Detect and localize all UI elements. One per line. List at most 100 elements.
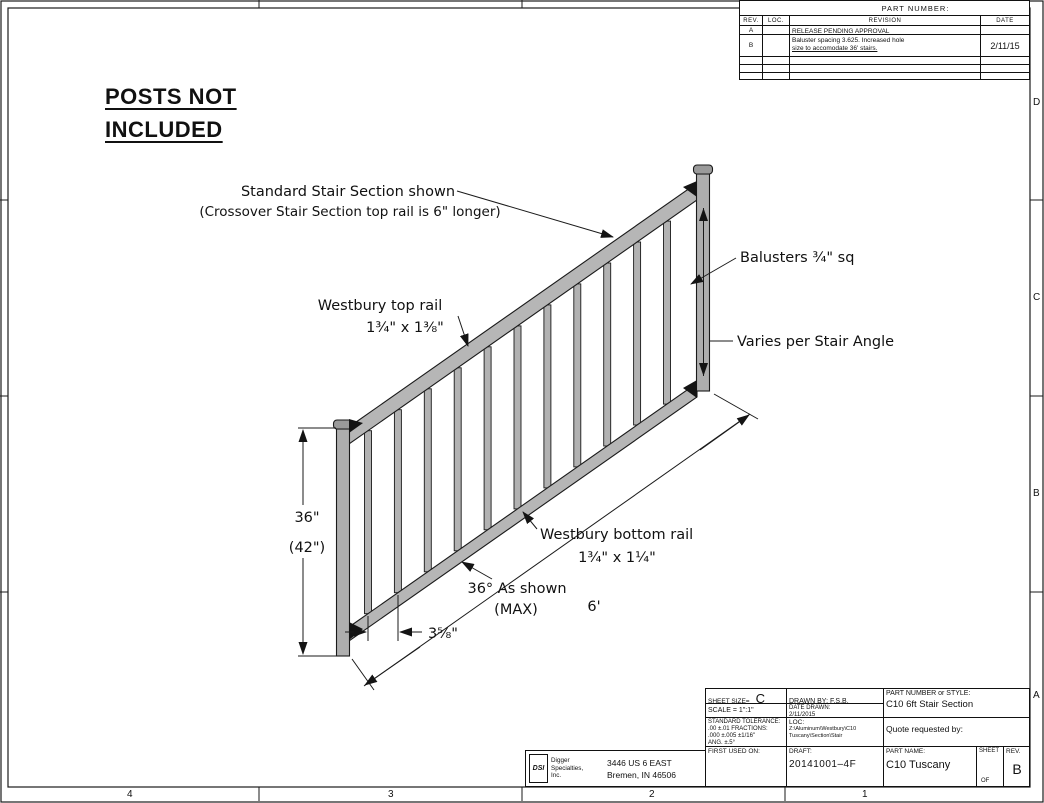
- baluster: [663, 220, 671, 405]
- bracket-left-top: [349, 419, 363, 433]
- angle-label-line2: (MAX): [494, 602, 538, 618]
- length-dimension: [351, 393, 759, 691]
- sheet-size-label: SHEET SIZE=: [708, 698, 750, 704]
- zone-letter-b: B: [1033, 488, 1040, 499]
- spacing-dimension: [345, 595, 422, 641]
- rev-b-text: Baluster spacing 3.625. Increased hole s…: [790, 35, 981, 57]
- loc-cell: LOC: Z:\Aluminum\Westbury\C10 Tuscany\Se…: [787, 718, 884, 747]
- posts-note-line2: INCLUDED: [105, 117, 223, 142]
- revision-row-empty: [981, 57, 1029, 65]
- dsi-logo: DSI: [529, 754, 548, 783]
- drawn-by-cell: DRAWN BY: F.S.B.: [787, 689, 884, 704]
- company-address-line1: 3446 US 6 EAST: [607, 757, 672, 768]
- rev-a-text: RELEASE PENDING APPROVAL: [790, 26, 981, 35]
- revision-row-empty: [763, 65, 790, 73]
- revision-row-empty: [790, 57, 981, 65]
- baluster: [483, 346, 492, 531]
- sheet-of-cell: SHEET OF: [976, 747, 1003, 787]
- height-dim-text-line1: 36": [294, 510, 319, 526]
- rev-a-letter: A: [740, 26, 763, 35]
- revision-row-empty: [790, 65, 981, 73]
- inner-frame: [7, 7, 1031, 788]
- zone-letter-d: D: [1033, 97, 1041, 108]
- top-rail-label-line2: 1¾" x 1⅜": [366, 320, 444, 336]
- baluster: [543, 304, 552, 489]
- title-block: SHEET SIZE= C SCALE = 1":1" STANDARD TOLE…: [525, 688, 1030, 787]
- rev-value: B: [1012, 761, 1022, 777]
- sheet-size-cell: SHEET SIZE= C: [706, 689, 787, 704]
- leader-lines: [456, 190, 737, 580]
- tolerance-line2: .00 ±.01 FRACTIONS:: [708, 726, 768, 732]
- baluster: [393, 409, 402, 594]
- revision-row-empty: [740, 65, 763, 73]
- varies-dimension: [699, 208, 733, 376]
- standard-stair-note-line1: Standard Stair Section shown: [241, 184, 455, 200]
- baluster: [453, 367, 462, 552]
- first-used-cell: FIRST USED ON:: [706, 747, 787, 787]
- baluster: [423, 388, 432, 573]
- rev-cell: REV. B: [1003, 747, 1030, 787]
- baluster: [513, 325, 522, 510]
- drawn-by-value: DRAWN BY: F.S.B.: [789, 698, 849, 704]
- revision-table: PART NUMBER: REV. LOC. REVISION DATE A R…: [739, 0, 1030, 80]
- revision-row-empty: [790, 73, 981, 80]
- company-address: 3446 US 6 EAST Bremen, IN 46506: [607, 757, 676, 781]
- zone-number-4: 4: [127, 789, 133, 800]
- revision-col-header: REVISION: [790, 16, 981, 26]
- right-post-cap: [692, 164, 714, 175]
- revision-row-empty: [981, 65, 1029, 73]
- bottom-rail-label-line2: 1¾" x 1¼": [578, 550, 656, 566]
- part-number-style-label: PART NUMBER or STYLE:: [886, 690, 971, 697]
- sheet-label: SHEET: [979, 748, 1000, 754]
- part-name-label: PART NAME:: [886, 748, 926, 755]
- quote-cell: Quote requested by:: [884, 718, 1030, 747]
- company-name-line1: Digger: [551, 757, 570, 765]
- rev-a-date: [981, 26, 1029, 35]
- bottom-rail-label-line1: Westbury bottom rail: [540, 527, 693, 543]
- tolerance-line3: .000 ±.005 ±1/16": [708, 733, 756, 739]
- company-name: Digger Specialties, Inc.: [551, 757, 601, 780]
- posts-note-line1: POSTS NOT: [105, 84, 237, 109]
- tolerance-cell: STANDARD TOLERANCE: .00 ±.01 FRACTIONS: …: [706, 718, 787, 747]
- posts-not-included-note: POSTS NOT INCLUDED: [105, 80, 237, 146]
- loc-label: LOC:: [789, 719, 805, 726]
- revision-row-empty: [763, 57, 790, 65]
- sheet-size-value: C: [755, 691, 765, 704]
- rev-b-text-line2: size to accomodate 36' stairs.: [792, 45, 878, 52]
- tolerance-line1: STANDARD TOLERANCE:: [708, 719, 781, 725]
- standard-stair-note-line2: (Crossover Stair Section top rail is 6" …: [199, 204, 500, 220]
- company-block: DSI Digger Specialties, Inc. 3446 US 6 E…: [525, 750, 706, 787]
- scale-cell: SCALE = 1":1": [706, 704, 787, 718]
- angle-label-line1: 36° As shown: [467, 581, 566, 597]
- rev-label: REV.: [1006, 748, 1021, 755]
- part-name-value: C10 Tuscany: [886, 759, 951, 771]
- balusters-label: Balusters ¾" sq: [740, 250, 854, 266]
- bracket-right-bottom: [683, 380, 697, 398]
- part-number-style-value: C10 6ft Stair Section: [886, 699, 974, 710]
- rev-a-text-line: RELEASE PENDING APPROVAL: [792, 28, 890, 35]
- of-label: OF: [981, 778, 990, 784]
- loc-value-line1: Z:\Aluminum\Westbury\C10: [789, 726, 857, 732]
- draft-cell: DRAFT: 20141001–4F: [787, 747, 884, 787]
- baluster: [364, 430, 372, 615]
- spacing-dim-text: 3⅝": [428, 626, 458, 642]
- revision-row-empty: [740, 73, 763, 80]
- quote-label: Quote requested by:: [886, 724, 964, 734]
- draft-value: 20141001–4F: [789, 759, 857, 770]
- zone-number-1: 1: [862, 789, 868, 800]
- height-dim-text-line2: (42"): [289, 540, 325, 556]
- first-used-label: FIRST USED ON:: [708, 748, 760, 755]
- baluster: [573, 283, 582, 468]
- varies-label: Varies per Stair Angle: [737, 334, 894, 350]
- bracket-right-top: [683, 181, 697, 197]
- company-address-line2: Bremen, IN 46506: [607, 769, 676, 780]
- title-block-main: SHEET SIZE= C SCALE = 1":1" STANDARD TOLE…: [705, 688, 1030, 787]
- zone-number-2: 2: [649, 789, 655, 800]
- part-name-cell: PART NAME: C10 Tuscany: [884, 747, 976, 787]
- rev-b-text-line1: Baluster spacing 3.625. Increased hole: [792, 37, 905, 44]
- rev-b-loc: [763, 35, 790, 57]
- length-dim-text: 6': [587, 599, 600, 615]
- company-name-line3: Inc.: [551, 772, 562, 780]
- rev-b-letter: B: [740, 35, 763, 57]
